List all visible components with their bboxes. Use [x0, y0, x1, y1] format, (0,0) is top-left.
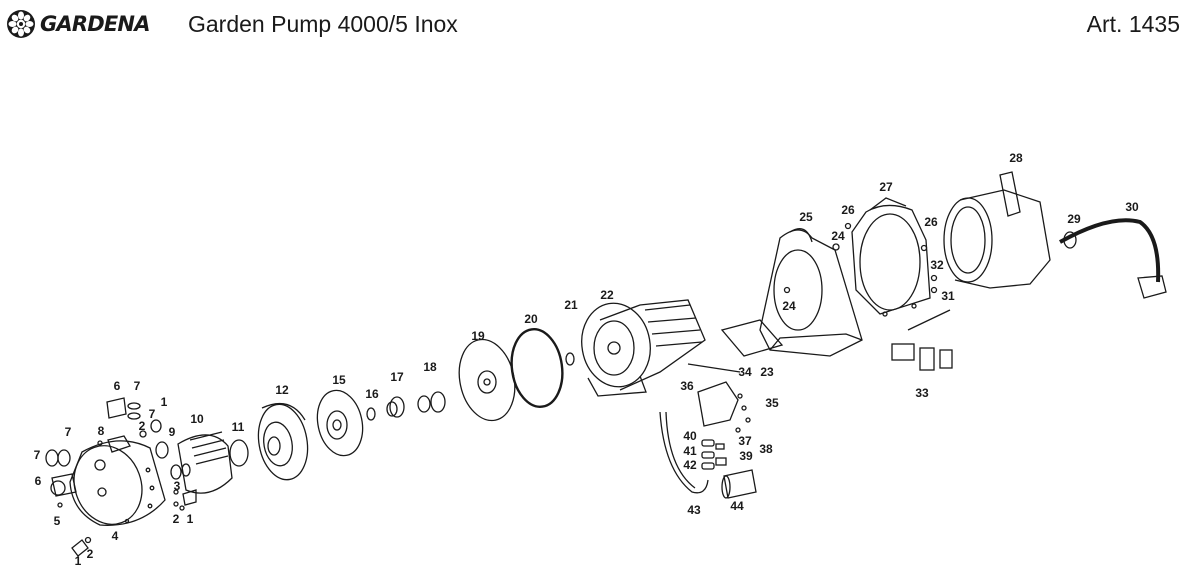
callout-label: 1 [161, 395, 168, 409]
callout-label: 40 [683, 429, 697, 443]
part-switch [891, 309, 953, 371]
callout-label: 10 [190, 412, 204, 426]
callout-label: 33 [915, 386, 929, 400]
callout-label: 39 [739, 449, 753, 463]
callout-label: 2 [139, 419, 146, 433]
header: GARDENA Garden Pump 4000/5 Inox Art. 143… [0, 0, 1192, 50]
callout-label: 1 [75, 554, 82, 568]
callout-label: 8 [98, 424, 105, 438]
callout-label: 18 [423, 360, 437, 374]
part-capacitor-clamps [701, 439, 727, 470]
callout-label: 20 [524, 312, 538, 326]
callout-label: 38 [759, 442, 773, 456]
callout-label: 7 [65, 425, 72, 439]
part-wiring [659, 411, 709, 494]
callout-label: 26 [841, 203, 855, 217]
callout-label: 4 [112, 529, 119, 543]
brand-name: GARDENA [40, 12, 150, 36]
callout-label: 31 [941, 289, 955, 303]
callout-label: 26 [924, 215, 938, 229]
callout-label: 24 [782, 299, 796, 313]
part-o-ring-11 [229, 439, 249, 467]
callout-label: 25 [799, 210, 813, 224]
part-motor [581, 299, 706, 397]
part-motor-housing [759, 228, 863, 357]
callout-label: 32 [930, 258, 944, 272]
part-fan-frame [851, 197, 931, 315]
callout-label: 5 [54, 514, 61, 528]
callout-label: 41 [683, 444, 697, 458]
callout-label: 43 [687, 503, 701, 517]
callout-label: 2 [173, 512, 180, 526]
callout-label: 23 [760, 365, 774, 379]
part-small-screws [57, 440, 185, 557]
callout-label: 16 [365, 387, 379, 401]
callout-label: 27 [879, 180, 893, 194]
part-16 [366, 407, 376, 421]
callout-label: 6 [114, 379, 121, 393]
callout-label: 29 [1067, 212, 1081, 226]
callout-label: 2 [87, 547, 94, 561]
callout-label: 6 [35, 474, 42, 488]
callout-label: 24 [831, 229, 845, 243]
callout-label: 7 [34, 448, 41, 462]
gardena-flower-logo-icon [7, 10, 35, 38]
part-capacitor [721, 469, 757, 499]
part-21 [565, 352, 575, 366]
callout-label: 44 [730, 499, 744, 513]
callout-label: 17 [390, 370, 404, 384]
part-seal-plate [458, 338, 516, 422]
part-mechanical-seal [417, 391, 446, 413]
callout-label: 19 [471, 329, 485, 343]
callout-label: 9 [169, 425, 176, 439]
callout-label: 35 [765, 396, 779, 410]
part-base-plate [720, 319, 784, 357]
brand-logo: GARDENA [6, 9, 150, 39]
callout-label: 7 [149, 407, 156, 421]
callout-label: 28 [1009, 151, 1023, 165]
callout-label: 34 [738, 365, 752, 379]
callout-label: 36 [680, 379, 694, 393]
part-large-o-ring [510, 328, 564, 408]
callout-label: 1 [187, 512, 194, 526]
part-impeller [316, 389, 364, 457]
callout-label: 21 [564, 298, 578, 312]
callout-label: 22 [600, 288, 614, 302]
part-power-cable [1059, 218, 1167, 299]
page-title: Garden Pump 4000/5 Inox [188, 11, 458, 37]
part-drain-plug-assembly [45, 449, 77, 497]
callout-label: 12 [275, 383, 289, 397]
part-screws [783, 222, 938, 317]
callout-label: 42 [683, 458, 697, 472]
callout-label: 37 [738, 434, 752, 448]
part-filler-plug [106, 397, 162, 438]
part-terminal-box [687, 363, 751, 433]
callout-label: 11 [232, 420, 245, 434]
callout-label: 15 [332, 373, 346, 387]
part-shaft-seal [386, 396, 405, 418]
part-fan-hood [943, 171, 1051, 289]
part-front-housing [69, 435, 166, 526]
callout-label: 3 [174, 479, 181, 493]
part-venturi-nozzle [155, 431, 233, 507]
callout-label: 30 [1125, 200, 1139, 214]
article-number: Art. 1435 [1086, 11, 1180, 37]
part-diffuser [257, 402, 309, 481]
callout-label: 7 [134, 379, 141, 393]
